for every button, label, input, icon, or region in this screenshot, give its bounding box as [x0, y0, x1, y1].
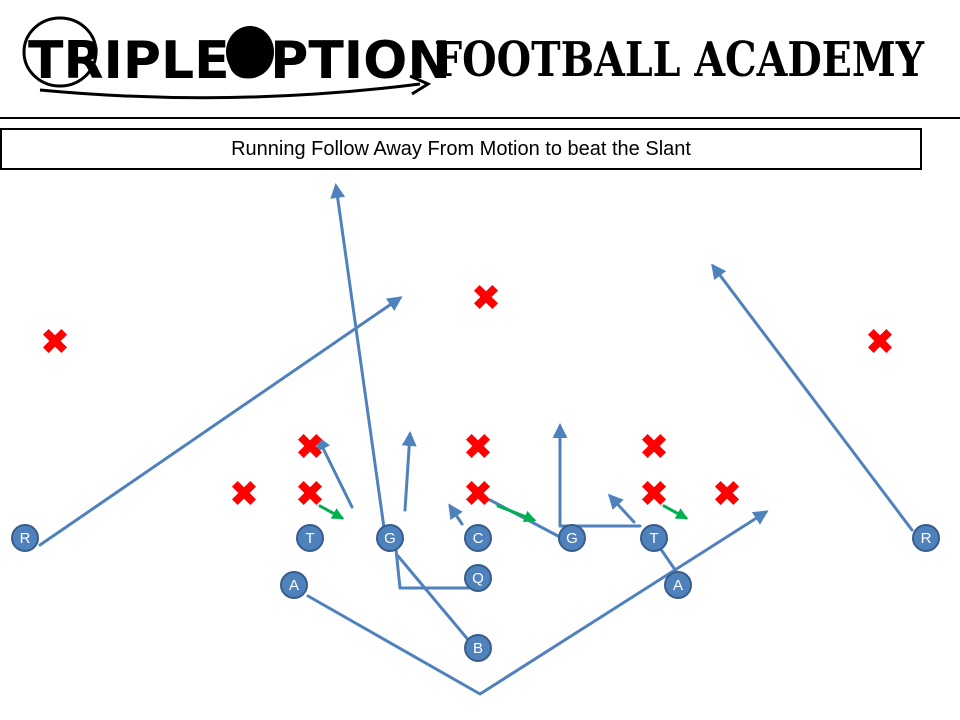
defender-x-icon [641, 480, 667, 506]
defender-x-icon [641, 433, 667, 459]
player-circle [280, 571, 308, 599]
player-marker: Q [464, 564, 492, 592]
block-arrow-playside-tackle [662, 504, 689, 520]
player-circle [464, 524, 492, 552]
player-circle [464, 634, 492, 662]
defender-x-icon [465, 433, 491, 459]
route-lines [38, 183, 914, 696]
a-back-pitch-path [306, 510, 769, 696]
block-arrow-center [496, 504, 537, 523]
player-label: T [649, 530, 658, 547]
player-marker: R [11, 524, 39, 552]
player-marker: G [558, 524, 586, 552]
offensive-players: R T G C G T R Q A A B [11, 524, 940, 662]
defender-x-icon [465, 480, 491, 506]
player-label: A [289, 577, 299, 594]
guard-vertical-route [401, 431, 417, 512]
player-marker: A [664, 571, 692, 599]
defender-x-icon [473, 284, 499, 310]
block-arrow-backside-tackle [318, 504, 345, 520]
logo-text-football-academy: FOOTBALL ACADEMY [434, 32, 925, 88]
defender-x-icon [231, 480, 257, 506]
player-label: C [473, 530, 484, 547]
backside-tackle-release [316, 435, 354, 509]
header-banner: TRIPLE OPTION FOOTBALL ACADEMY [0, 0, 960, 118]
logo-script-triple: TRIPLE [28, 31, 230, 91]
play-title-box: Running Follow Away From Motion to beat … [0, 128, 922, 170]
block-arrows [318, 504, 689, 523]
player-label: B [473, 640, 483, 657]
player-marker: G [376, 524, 404, 552]
center-release [448, 503, 464, 526]
play-title: Running Follow Away From Motion to beat … [231, 137, 691, 160]
football-icon [226, 26, 274, 78]
playside-tackle-release [607, 493, 636, 524]
player-circle [376, 524, 404, 552]
player-marker: T [640, 524, 668, 552]
player-marker: R [912, 524, 940, 552]
defenders [42, 284, 893, 506]
player-label: G [384, 530, 396, 547]
player-marker: T [296, 524, 324, 552]
header-divider [0, 117, 960, 119]
right-receiver-post-route [711, 263, 914, 532]
defender-x-icon [714, 480, 740, 506]
fullback-path [396, 554, 472, 644]
academy-logo: TRIPLE OPTION FOOTBALL ACADEMY [22, 16, 925, 100]
player-circle [11, 524, 39, 552]
player-label: A [673, 577, 683, 594]
defender-x-icon [297, 433, 323, 459]
player-marker: C [464, 524, 492, 552]
backside-guard-deep-route [330, 183, 387, 537]
logo-script-option: OPTION [226, 31, 451, 91]
player-circle [558, 524, 586, 552]
left-receiver-post-route [38, 296, 403, 547]
player-label: T [305, 530, 314, 547]
player-circle [640, 524, 668, 552]
player-label: Q [472, 570, 484, 587]
defender-x-icon [867, 328, 893, 354]
player-circle [464, 564, 492, 592]
player-label: R [20, 530, 31, 547]
player-circle [296, 524, 324, 552]
player-label: R [921, 530, 932, 547]
player-label: G [566, 530, 578, 547]
player-marker: B [464, 634, 492, 662]
player-circle [664, 571, 692, 599]
defender-x-icon [42, 328, 68, 354]
player-marker: A [280, 571, 308, 599]
defender-x-icon [297, 480, 323, 506]
player-circle [912, 524, 940, 552]
